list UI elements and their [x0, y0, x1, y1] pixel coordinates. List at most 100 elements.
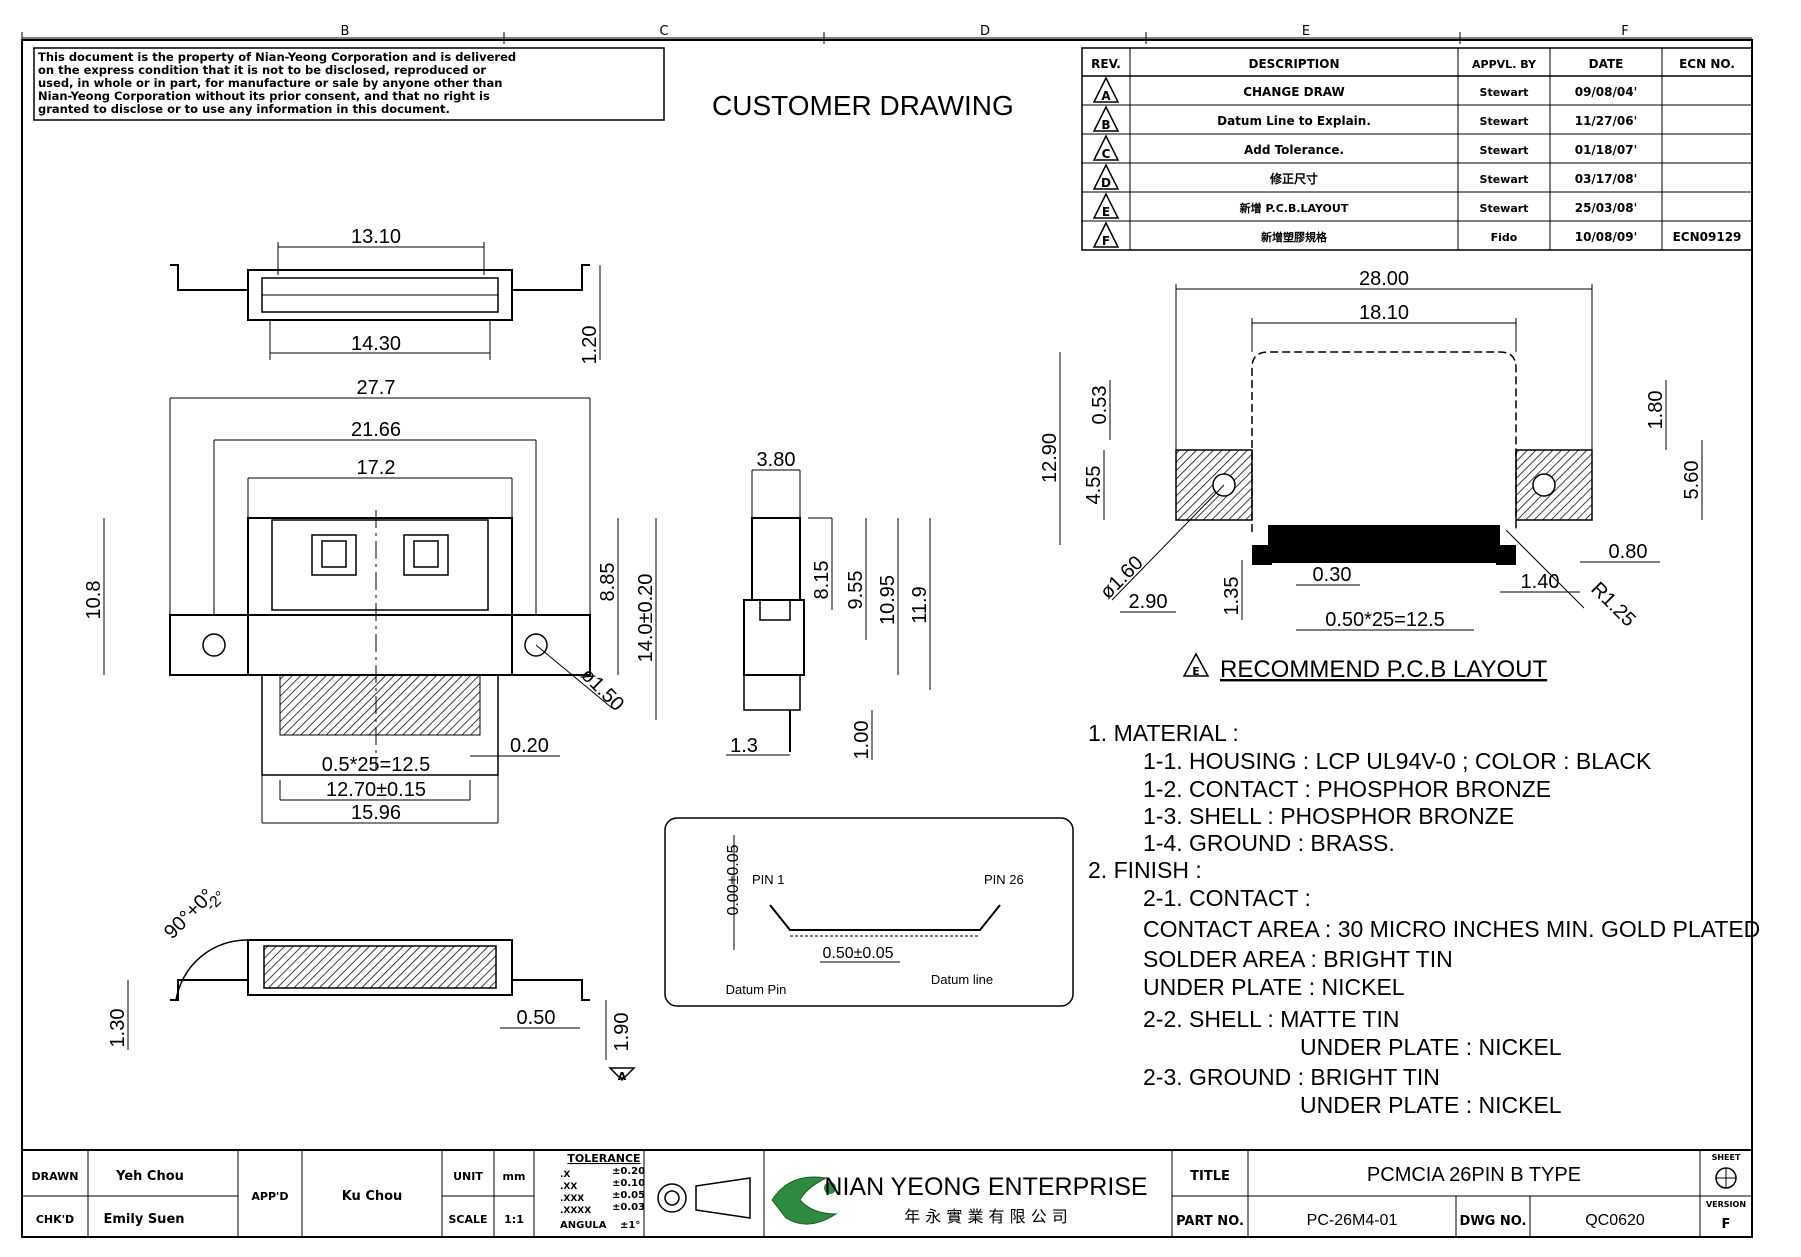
company-name: NIAN YEONG ENTERPRISE	[824, 1173, 1147, 1201]
tb-label: SHEET	[1712, 1153, 1741, 1162]
tb-label: TOLERANCE	[567, 1152, 640, 1165]
note-line: 1-4. GROUND : BRASS.	[1143, 830, 1395, 856]
title-block: DRAWN Yeh Chou CHK'D Emily Suen APP'D Ku…	[21, 1149, 1753, 1238]
drawing-title: PCMCIA 26PIN B TYPE	[1367, 1164, 1581, 1186]
rev-row: A CHANGE DRAW Stewart 09/08/04'	[1092, 76, 1637, 103]
rev-row: D 修正尺寸 Stewart 03/17/08'	[1092, 163, 1637, 190]
rev-date: 10/08/09'	[1575, 230, 1638, 244]
note-line: 1-2. CONTACT : PHOSPHOR BRONZE	[1143, 776, 1551, 802]
rev-letter: B	[1101, 118, 1110, 132]
dim-label: R1.25	[1586, 578, 1639, 631]
rev-header: REV.	[1091, 57, 1121, 71]
rev-approver: Stewart	[1480, 202, 1529, 215]
pin-label: PIN 26	[984, 872, 1024, 887]
rev-letter: D	[1101, 176, 1111, 190]
rev-mark: A	[618, 1070, 627, 1083]
rev-desc: 修正尺寸	[1269, 171, 1318, 186]
front-view: 27.7 21.66 17.2 10.8 8.85 14.0±0.20 ø1.5…	[83, 377, 657, 824]
pcb-layout-view: 28.00 18.10 12.90 0.53 4.55 1.80 5.60 ø1…	[1039, 268, 1703, 631]
rev-row: E 新增 P.C.B.LAYOUT Stewart 25/03/08'	[1092, 192, 1638, 219]
notice-line: Nian-Yeong Corporation without its prior…	[38, 89, 490, 103]
rev-row: F 新增塑膠規格 Fido 10/08/09' ECN09129	[1092, 221, 1742, 248]
dim-label: 10.8	[83, 581, 105, 620]
rev-header: DATE	[1589, 57, 1624, 71]
notice-line: This document is the property of Nian-Ye…	[38, 50, 516, 64]
rev-header: ECN NO.	[1679, 57, 1735, 71]
tol-val: ±0.10	[612, 1178, 645, 1189]
tb-label: APP'D	[251, 1190, 288, 1203]
rev-letter: E	[1102, 205, 1110, 219]
dim-label: 27.7	[357, 377, 396, 399]
zone-label: E	[1302, 24, 1310, 39]
dim-label: 0.5*25=12.5	[322, 754, 430, 776]
rev-desc: 新增 P.C.B.LAYOUT	[1240, 201, 1349, 215]
rev-approver: Fido	[1491, 231, 1518, 244]
notice-line: on the express condition that it is not …	[38, 63, 486, 77]
confidentiality-notice: This document is the property of Nian-Ye…	[33, 47, 665, 121]
tb-unit: mm	[503, 1170, 526, 1183]
dim-label: 18.10	[1359, 302, 1409, 324]
tol-key: .XXX	[560, 1194, 584, 1204]
dim-label: 10.95	[877, 575, 899, 625]
tol-val: ±0.03	[612, 1202, 645, 1213]
dim-label: 0.20	[510, 735, 549, 757]
tol-val: ±0.20	[612, 1166, 645, 1177]
dim-label: 90°+0°	[160, 885, 219, 944]
dim-label: 1.90	[611, 1013, 633, 1052]
bottom-view: 90°+0° -2° 1.30 0.50 1.90 A	[107, 885, 636, 1083]
tb-label: TITLE	[1190, 1169, 1230, 1184]
dim-label: 1.40	[1521, 571, 1560, 593]
dim-label: 0.30	[1313, 564, 1352, 586]
rev-row: C Add Tolerance. Stewart 01/18/07'	[1092, 134, 1637, 161]
tb-approved: Ku Chou	[342, 1189, 403, 1204]
dim-label: 9.55	[845, 571, 867, 610]
dim-label: 15.96	[351, 802, 401, 824]
zone-label: D	[980, 24, 990, 39]
rev-approver: Stewart	[1480, 115, 1529, 128]
note-line: CONTACT AREA : 30 MICRO INCHES MIN. GOLD…	[1143, 916, 1760, 942]
dim-label: 4.55	[1083, 466, 1105, 505]
zone-label: B	[341, 24, 350, 39]
rev-date: 25/03/08'	[1575, 201, 1638, 215]
dim-label: 0.80	[1609, 541, 1648, 563]
rev-header: APPVL. BY	[1472, 58, 1537, 71]
note-line: 1. MATERIAL :	[1088, 720, 1239, 746]
dim-label: 2.90	[1129, 591, 1168, 613]
note-line: UNDER PLATE : NICKEL	[1143, 974, 1405, 1000]
part-number: PC-26M4-01	[1307, 1212, 1398, 1229]
rev-approver: Stewart	[1480, 173, 1529, 186]
tb-label: PART NO.	[1176, 1214, 1244, 1229]
tol-key: .X	[560, 1170, 570, 1180]
projection-symbol-icon	[657, 1177, 751, 1219]
pin-label: PIN 1	[752, 872, 785, 887]
company-name-cn: 年 永 實 業 有 限 公 司	[904, 1207, 1068, 1226]
detail-label: Datum line	[931, 972, 993, 987]
sheet-symbol-icon	[1715, 1167, 1737, 1189]
rev-desc: CHANGE DRAW	[1243, 85, 1345, 99]
dim-label: 0.00±0.05	[725, 844, 742, 915]
dim-label: 1.80	[1645, 391, 1667, 430]
drawing-number: QC0620	[1585, 1212, 1645, 1229]
rev-date: 11/27/06'	[1575, 114, 1638, 128]
note-line: 2-3. GROUND : BRIGHT TIN	[1143, 1064, 1440, 1090]
dim-label: 12.70±0.15	[326, 779, 426, 801]
rev-header: DESCRIPTION	[1248, 57, 1339, 71]
dim-label: ø1.50	[576, 664, 628, 716]
tb-drawn: Yeh Chou	[115, 1169, 184, 1184]
note-line: 1-3. SHELL : PHOSPHOR BRONZE	[1143, 803, 1514, 829]
dim-label: 8.15	[811, 561, 833, 600]
note-line: 1-1. HOUSING : LCP UL94V-0 ; COLOR : BLA…	[1143, 748, 1652, 774]
detail-label: Datum Pin	[726, 982, 787, 997]
pcb-layout-title: E RECOMMEND P.C.B LAYOUT	[1182, 652, 1548, 683]
rev-ecn: ECN09129	[1673, 230, 1742, 244]
notice-line: granted to disclose or to use any inform…	[38, 102, 450, 116]
dim-label: 11.9	[909, 586, 931, 623]
side-view: 3.80 8.15 9.55 10.95 11.9 1.3 1.00	[726, 449, 931, 760]
tol-key: .XXXX	[560, 1206, 591, 1216]
dim-label: 28.00	[1359, 268, 1409, 290]
tb-label: DWG NO.	[1460, 1214, 1527, 1229]
dim-label: 1.3	[730, 735, 758, 757]
dim-label: 8.85	[597, 563, 619, 602]
dim-label: 5.60	[1681, 461, 1703, 500]
